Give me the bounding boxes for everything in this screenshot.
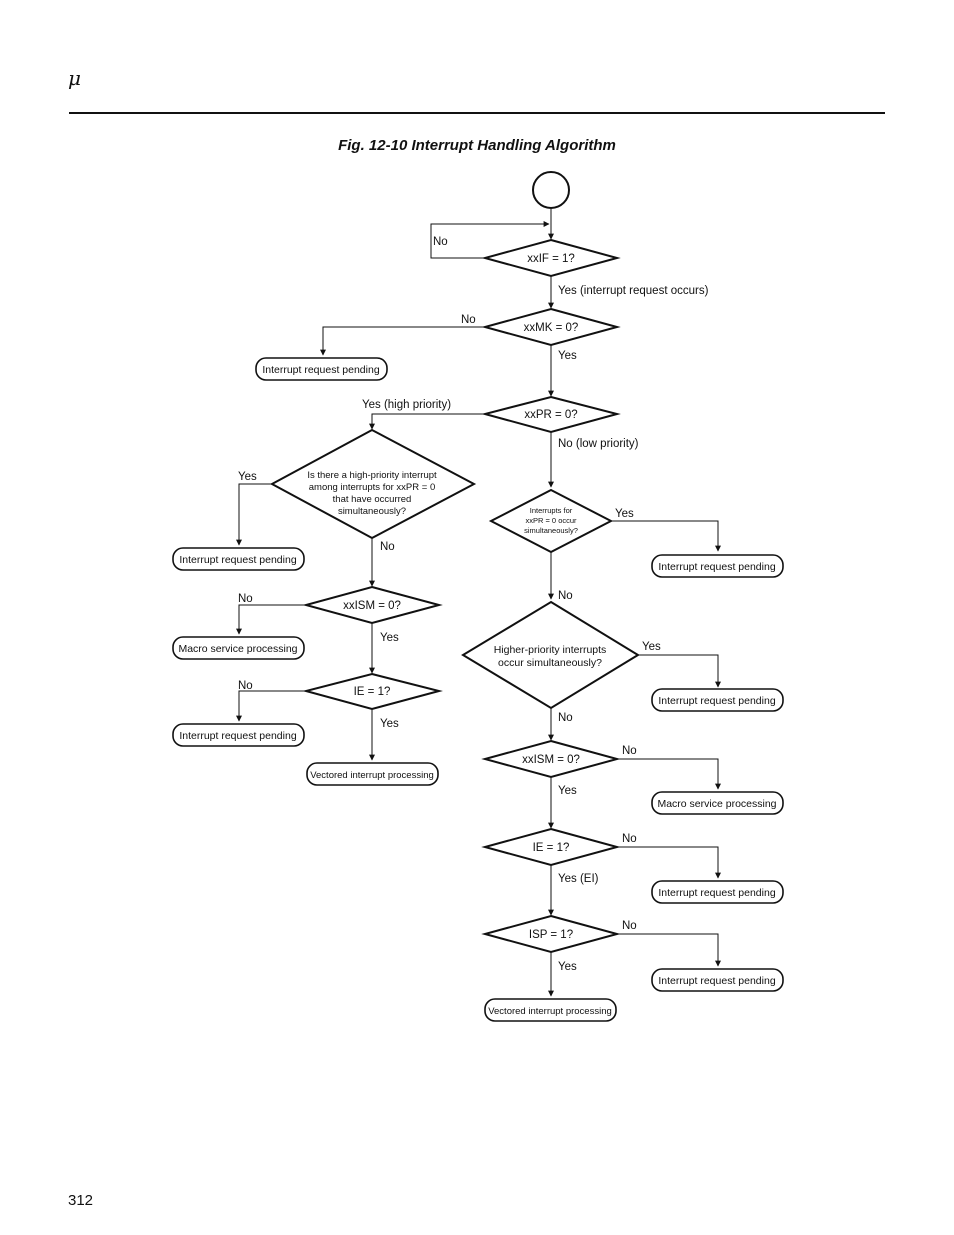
svg-text:Macro service processing: Macro service processing [657,798,776,810]
svg-text:Vectored interrupt processing: Vectored interrupt processing [310,770,434,781]
label-isp-no: No [622,920,637,932]
decision-xxpr: xxPR = 0? [481,395,621,434]
decision-xxism-left-label: xxISM = 0? [343,600,401,612]
branch-labels: No Yes (interrupt request occurs) No Yes… [238,236,709,973]
connectors [236,209,721,997]
decision-xxpr-label: xxPR = 0? [524,409,577,421]
decision-lp-line-1: Interrupts for [530,506,573,515]
label-lp-yes: Yes [615,508,634,520]
decision-ie-right: IE = 1? [481,827,621,867]
label-pr-no: No (low priority) [558,438,639,450]
label-ism-right-yes: Yes [558,785,577,797]
decision-isp: ISP = 1? [481,914,621,954]
decision-xxmk: xxMK = 0? [481,307,621,347]
process-pending-hpi: Interrupt request pending [651,688,784,712]
decision-isp-label: ISP = 1? [529,929,573,941]
decision-hp-line-3: that have occurred [333,494,412,505]
svg-text:Macro service processing: Macro service processing [178,643,297,655]
label-hpi-yes: Yes [642,641,661,653]
svg-text:Interrupt request pending: Interrupt request pending [658,695,775,707]
label-ism-left-no: No [238,593,253,605]
label-if-no: No [433,236,448,248]
start-terminal [532,171,570,209]
decision-hp-line-4: simultaneously? [338,506,406,517]
process-macro-right: Macro service processing [651,791,784,815]
svg-text:Interrupt request pending: Interrupt request pending [658,561,775,573]
decision-xxism-left: xxISM = 0? [302,585,443,625]
decision-hpi-line-2: occur simultaneously? [498,657,602,669]
label-lp-no: No [558,590,573,602]
process-pending-isp: Interrupt request pending [651,968,784,992]
decision-ie-left: IE = 1? [302,672,443,711]
label-hpi-no: No [558,712,573,724]
label-pr-yes: Yes (high priority) [362,399,451,411]
svg-text:Interrupt request pending: Interrupt request pending [262,364,379,376]
label-mk-no: No [461,314,476,326]
decision-lp-line-2: xxPR = 0 occur [525,516,577,525]
decision-hp-line-1: Is there a high-priority interrupt [307,470,437,481]
decision-xxism-right: xxISM = 0? [481,739,621,779]
label-ism-right-no: No [622,745,637,757]
label-ie-left-yes: Yes [380,718,399,730]
decision-xxif-label: xxIF = 1? [527,253,575,265]
label-ie-right-yes: Yes (EI) [558,873,599,885]
svg-text:Interrupt request pending: Interrupt request pending [658,975,775,987]
label-hp-no: No [380,541,395,553]
decision-hp-line-2: among interrupts for xxPR = 0 [309,482,435,493]
decision-ie-right-label: IE = 1? [533,842,570,854]
label-mk-yes: Yes [558,350,577,362]
svg-text:Interrupt request pending: Interrupt request pending [179,730,296,742]
mu-symbol: μ [68,66,81,90]
decision-xxmk-label: xxMK = 0? [524,322,579,334]
page-number: 312 [68,1192,94,1209]
label-ie-left-no: No [238,680,253,692]
process-pending-ie-left: Interrupt request pending [172,723,305,747]
decision-higher-priority-interrupts: Higher-priority interrupts occur simulta… [461,600,640,710]
process-vectored-right: Vectored interrupt processing [484,998,617,1022]
figure-title: Fig. 12-10 Interrupt Handling Algorithm [338,137,616,154]
decision-xxif: xxIF = 1? [481,238,621,278]
header-rule [69,112,885,114]
svg-text:Vectored interrupt processing: Vectored interrupt processing [488,1006,612,1017]
decision-lp-line-3: simultaneously? [524,526,578,535]
decision-low-priority-simultaneous: Interrupts for xxPR = 0 occur simultaneo… [488,488,614,554]
label-hp-yes: Yes [238,471,257,483]
svg-text:Interrupt request pending: Interrupt request pending [179,554,296,566]
decision-xxism-right-label: xxISM = 0? [522,754,580,766]
svg-text:Interrupt request pending: Interrupt request pending [658,887,775,899]
process-pending-lp: Interrupt request pending [651,554,784,578]
decision-hpi-line-1: Higher-priority interrupts [494,644,607,656]
process-pending-ie-right: Interrupt request pending [651,880,784,904]
label-ism-left-yes: Yes [380,632,399,644]
decision-high-priority-simultaneous: Is there a high-priority interrupt among… [269,428,477,540]
process-pending-mk: Interrupt request pending [255,357,388,381]
process-pending-hp: Interrupt request pending [172,547,305,571]
label-isp-yes: Yes [558,961,577,973]
process-macro-left: Macro service processing [172,636,305,660]
process-vectored-left: Vectored interrupt processing [306,762,439,786]
label-ie-right-no: No [622,833,637,845]
decision-ie-left-label: IE = 1? [354,686,391,698]
label-if-yes: Yes (interrupt request occurs) [558,285,709,297]
